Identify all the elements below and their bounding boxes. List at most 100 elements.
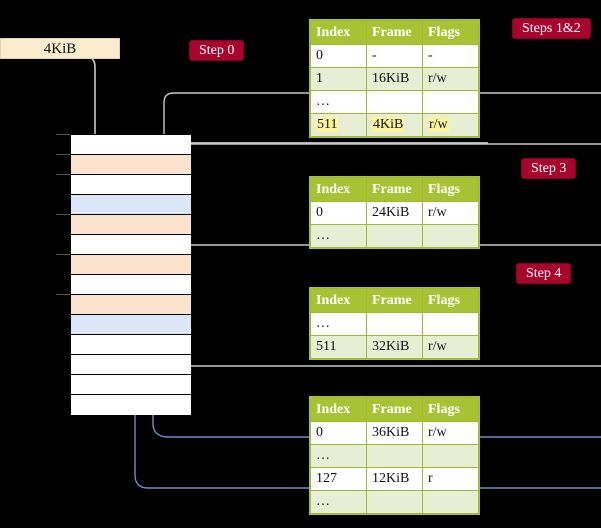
cell-frame-2 — [366, 90, 423, 114]
cell-flags-1 — [422, 444, 479, 468]
memory-frame-12 — [71, 375, 191, 395]
memory-frame-7 — [71, 275, 191, 295]
wire-l4-to-mem-row2 — [177, 143, 601, 156]
cell-frame-3 — [366, 490, 423, 514]
cell-flags-2 — [422, 90, 479, 114]
cell-frame-1 — [366, 444, 423, 468]
cell-index-1: 1 — [310, 67, 367, 91]
col-header-index: Index — [310, 177, 367, 202]
cell-frame-1: 16KiB — [366, 67, 423, 91]
step-badge-steps-1-2: Steps 1&2 — [513, 19, 590, 38]
memory-frame-4 — [71, 215, 191, 235]
cell-flags-3 — [422, 490, 479, 514]
col-header-flags: Flags — [422, 288, 479, 313]
col-header-flags: Flags — [422, 177, 479, 202]
cell-index-1: 511 — [310, 335, 367, 359]
cell-index-1: … — [310, 224, 367, 248]
memory-frame-0 — [71, 135, 191, 155]
table-row: … — [310, 490, 479, 514]
memory-tick-4 — [56, 214, 70, 215]
cell-flags-0: - — [422, 44, 479, 68]
cell-frame-0: 36KiB — [366, 421, 423, 445]
memory-frame-6 — [71, 255, 191, 275]
col-header-frame: Frame — [366, 20, 423, 45]
cell-index-0: 0 — [310, 201, 367, 225]
step-badge-step-3: Step 3 — [522, 159, 576, 178]
cell-index-0: 0 — [310, 421, 367, 445]
cell-index-1: … — [310, 444, 367, 468]
table-row: 0-- — [310, 44, 479, 68]
cell-index-0: … — [310, 312, 367, 336]
cell-flags-0: r/w — [422, 201, 479, 225]
col-header-index: Index — [310, 20, 367, 45]
cell-flags-1 — [422, 224, 479, 248]
wire-l4-511-elbow — [165, 142, 488, 155]
memory-frame-2 — [71, 175, 191, 195]
memory-frame-1 — [71, 155, 191, 175]
cell-flags-1: r/w — [422, 67, 479, 91]
cell-index-3: … — [310, 490, 367, 514]
col-header-index: Index — [310, 397, 367, 422]
cell-index-2: 127 — [310, 467, 367, 491]
physical-memory-column — [70, 134, 191, 415]
cell-frame-1 — [366, 224, 423, 248]
col-header-frame: Frame — [366, 288, 423, 313]
memory-frame-5 — [71, 235, 191, 255]
cell-index-2: … — [310, 90, 367, 114]
cell-frame-3: 4KiB — [366, 113, 423, 137]
col-header-flags: Flags — [422, 20, 479, 45]
cell-frame-0: 24KiB — [366, 201, 423, 225]
memory-frame-3 — [71, 195, 191, 215]
memory-frame-10 — [71, 335, 191, 355]
memory-frame-11 — [71, 355, 191, 375]
cell-flags-3: r/w — [422, 113, 479, 137]
cell-index-3: 511 — [310, 113, 367, 137]
table-header-row: Index Frame Flags — [310, 20, 479, 45]
memory-tick-2 — [56, 174, 70, 175]
cell-frame-0 — [366, 312, 423, 336]
cell-flags-0 — [422, 312, 479, 336]
cell-flags-0: r/w — [422, 421, 479, 445]
cell-frame-2: 12KiB — [366, 467, 423, 491]
table-header-row: Index Frame Flags — [310, 288, 479, 313]
memory-frame-13 — [71, 395, 191, 415]
step-badge-step-4: Step 4 — [517, 264, 571, 283]
table-row: … — [310, 444, 479, 468]
step-badge-step-0: Step 0 — [190, 41, 244, 60]
cell-frame-0: - — [366, 44, 423, 68]
col-header-frame: Frame — [366, 397, 423, 422]
cell-flags-2: r — [422, 467, 479, 491]
cell-index-0: 0 — [310, 44, 367, 68]
table-header-row: Index Frame Flags — [310, 397, 479, 422]
memory-frame-8 — [71, 295, 191, 315]
table-row: … — [310, 312, 479, 336]
memory-tick-8 — [56, 294, 70, 295]
memory-tick-1 — [56, 154, 70, 155]
table-header-row: Index Frame Flags — [310, 177, 479, 202]
wire-l4-511-to-memory — [163, 142, 488, 153]
memory-frame-9 — [71, 315, 191, 335]
cell-flags-1: r/w — [422, 335, 479, 359]
memory-tick-6 — [56, 254, 70, 255]
cell-frame-1: 32KiB — [366, 335, 423, 359]
col-header-index: Index — [310, 288, 367, 313]
table-row: … — [310, 90, 479, 114]
size-callout-4kib: 4KiB — [0, 38, 120, 59]
memory-tick-0 — [56, 134, 70, 135]
col-header-frame: Frame — [366, 177, 423, 202]
